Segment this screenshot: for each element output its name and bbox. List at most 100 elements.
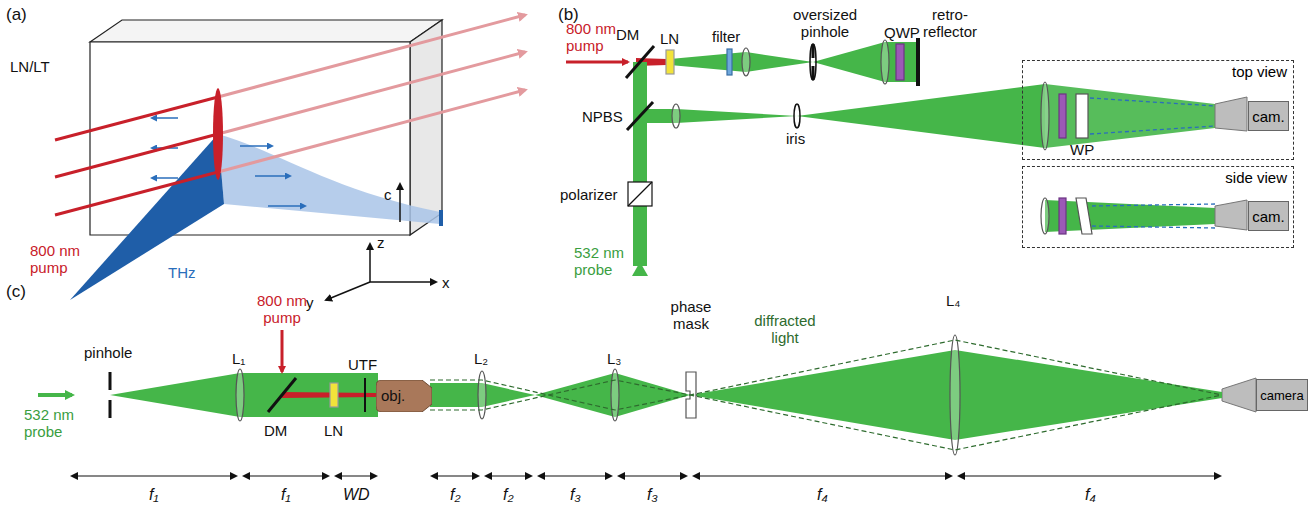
thz-wave-part: [439, 210, 443, 226]
thz-wave-part-part: [255, 175, 290, 177]
optics-b-part: [812, 44, 815, 80]
camera-box: cam.: [1248, 201, 1289, 231]
dimension-arrows-part: [244, 475, 328, 476]
probe-beam-c-part: [955, 350, 1222, 440]
pump-beams-a-part-part: [55, 97, 218, 140]
node-text: camera: [1260, 387, 1303, 404]
thz-wave-part-part: [240, 145, 272, 147]
label-text: UTF: [348, 356, 377, 373]
label-text: f₁: [281, 486, 291, 503]
label-text: pinhole: [84, 344, 132, 361]
label-text: 532 nm probe: [574, 244, 628, 278]
label-text: WP: [1070, 141, 1094, 158]
pump-path-b-part: [566, 61, 628, 64]
axes: [326, 184, 436, 300]
node-text: obj.: [376, 380, 432, 412]
label-text: retro- reflector: [912, 6, 988, 40]
label-text: f₄: [817, 486, 828, 503]
label-text: L₂: [474, 350, 488, 367]
optics-b-part: [666, 50, 674, 74]
probe-beam-c: [38, 350, 1222, 440]
split-beams-part: [1090, 126, 1215, 134]
axes-part: [326, 282, 370, 300]
view-box: top viewcam.: [1022, 60, 1294, 160]
crystal-slab-part: [410, 20, 442, 235]
dimension-arrows-part: [72, 475, 236, 476]
objective-lens: obj.: [376, 380, 432, 412]
probe-beam-c-part: [690, 350, 955, 440]
diffracted-light-part: [430, 340, 1222, 410]
split-beams-part: [1092, 204, 1215, 206]
label-text: DM: [264, 422, 287, 439]
probe-beam-c-part: [615, 373, 690, 417]
split-beams: [1090, 98, 1215, 228]
pump-beams-a-part: [55, 97, 218, 215]
node-text: cam.: [1252, 108, 1285, 125]
label-text: (a): [6, 6, 27, 23]
pump-beams-a-part-part: [218, 15, 525, 97]
probe-beam-b-part: [670, 52, 746, 72]
label-text: NPBS: [582, 108, 623, 125]
optics-b-part: [628, 182, 652, 206]
optics-b-part: [627, 102, 653, 130]
label-text: diffracted light: [745, 312, 825, 346]
camera-box: cam.: [1248, 101, 1289, 131]
camera-box: camera: [1256, 379, 1308, 411]
thz-wave-part-part: [152, 117, 178, 119]
axes-part: [369, 244, 371, 282]
optics-c-part: [364, 378, 366, 412]
label-text: L₃: [607, 350, 621, 367]
label-text: QWP: [884, 24, 920, 41]
optics-b-part: [1076, 94, 1088, 138]
dimension-arrows-part: [539, 475, 611, 476]
label-text: iris: [786, 130, 805, 147]
probe-beam-b-part: [1045, 200, 1215, 232]
probe-beam-b-part: [813, 42, 885, 82]
label-text: L₁: [232, 350, 245, 367]
pump-beams-a-part-part: [55, 172, 218, 215]
dimension-arrows-part: [432, 475, 478, 476]
optics-c-part: [109, 372, 112, 418]
label-text: phase mask: [665, 298, 717, 332]
optics-c-part: [268, 378, 296, 412]
pump-beams-a-part: [213, 88, 223, 180]
label-text: (c): [6, 283, 26, 300]
dimension-arrows-part: [619, 475, 686, 476]
label-text: L₄: [946, 292, 960, 309]
dimension-arrows-part: [959, 475, 1220, 476]
camera-cones-part: [1215, 97, 1247, 131]
pump-beams-a-part-part: [218, 90, 525, 172]
probe-beam-b-part: [632, 262, 648, 276]
optics-b-part: [626, 46, 654, 78]
split-beams-part: [1090, 98, 1215, 106]
pump-beams-a-part: [218, 15, 525, 172]
dimension-arrows: [72, 475, 1220, 476]
label-text: DM: [616, 26, 639, 43]
label-text: f₄: [1085, 486, 1096, 503]
label-text: x: [442, 274, 450, 291]
label-text: LN: [324, 422, 343, 439]
label-text: LN/LT: [10, 58, 50, 75]
axes-part: [370, 281, 436, 283]
pump-path-c-part: [282, 392, 376, 398]
optics-b-part: [1059, 94, 1066, 138]
optics-c: [110, 335, 960, 455]
dimension-arrows-part: [694, 475, 951, 476]
optics-b-part: [1041, 82, 1049, 150]
probe-beam-b-part: [797, 84, 1045, 148]
pump-path-c-part: [281, 330, 284, 372]
probe-beam-c-part: [535, 373, 615, 417]
label-text: f₁: [149, 486, 159, 503]
probe-beam-c-part: [482, 383, 535, 407]
view-box: side viewcam.: [1022, 166, 1294, 248]
optics-b-part: [1041, 198, 1049, 234]
dimension-arrows-part: [336, 475, 376, 476]
optics-b-part: [794, 104, 800, 128]
label-text: oversized pinhole: [787, 6, 863, 40]
pump-beams-a-part-part: [55, 134, 218, 177]
optics-b-part: [727, 49, 732, 75]
optics-b-part: [916, 38, 920, 86]
optics-b-part: [810, 44, 816, 80]
label-text: z: [377, 234, 385, 251]
